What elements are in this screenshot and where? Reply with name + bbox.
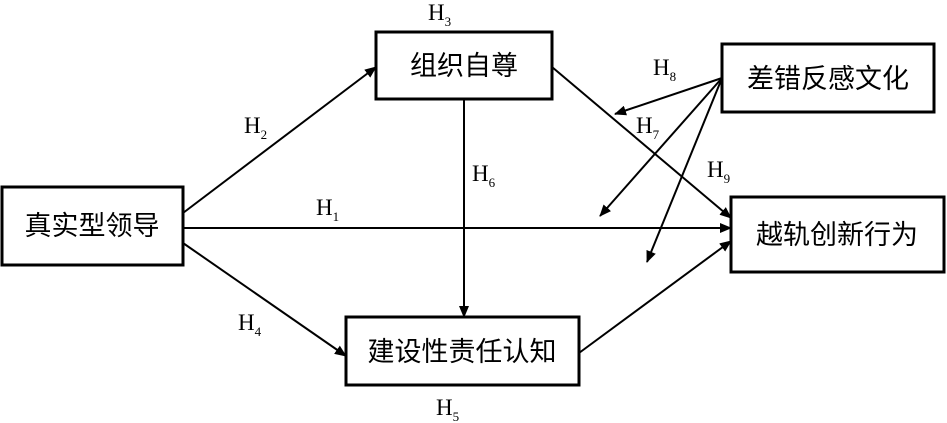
edge-h4-leadership-to-responsibility bbox=[182, 242, 347, 357]
node-authentic-leadership: 真实型领导 bbox=[0, 185, 185, 267]
edge-h9-culture-moderation bbox=[646, 77, 723, 263]
edge-h5-responsibility-to-innovation bbox=[578, 240, 732, 354]
node-constructive-responsibility-label: 建设性责任认知 bbox=[368, 337, 557, 368]
node-authentic-leadership-label: 真实型领导 bbox=[25, 211, 160, 242]
node-org-self-esteem-label: 组织自尊 bbox=[410, 51, 518, 82]
node-differential-culture: 差错反感文化 bbox=[720, 42, 936, 114]
hypothesis-label-h3: H3 bbox=[428, 0, 451, 29]
hypothesis-label-h7: H7 bbox=[636, 113, 660, 142]
node-differential-culture-label: 差错反感文化 bbox=[747, 64, 909, 95]
edge-h7-culture-moderation bbox=[599, 77, 723, 217]
hypothesis-label-h9: H9 bbox=[707, 157, 730, 186]
hypothesis-label-h1: H1 bbox=[316, 195, 339, 224]
hypothesis-label-h8: H8 bbox=[653, 55, 676, 84]
edge-h8-culture-moderation bbox=[614, 77, 723, 116]
hypothesis-label-h2: H2 bbox=[244, 113, 267, 142]
hypothesis-label-h4: H4 bbox=[238, 310, 262, 339]
edge-h2-leadership-to-self-esteem bbox=[182, 66, 377, 214]
node-deviant-innovation-label: 越轨创新行为 bbox=[756, 220, 918, 251]
hypothesis-label-h6: H6 bbox=[472, 161, 496, 190]
node-deviant-innovation: 越轨创新行为 bbox=[729, 195, 946, 274]
hypothesis-label-h5: H5 bbox=[436, 395, 459, 423]
edge-h3-self-esteem-to-innovation bbox=[551, 66, 732, 219]
node-org-self-esteem: 组织自尊 bbox=[374, 30, 554, 101]
node-constructive-responsibility: 建设性责任认知 bbox=[344, 315, 581, 387]
